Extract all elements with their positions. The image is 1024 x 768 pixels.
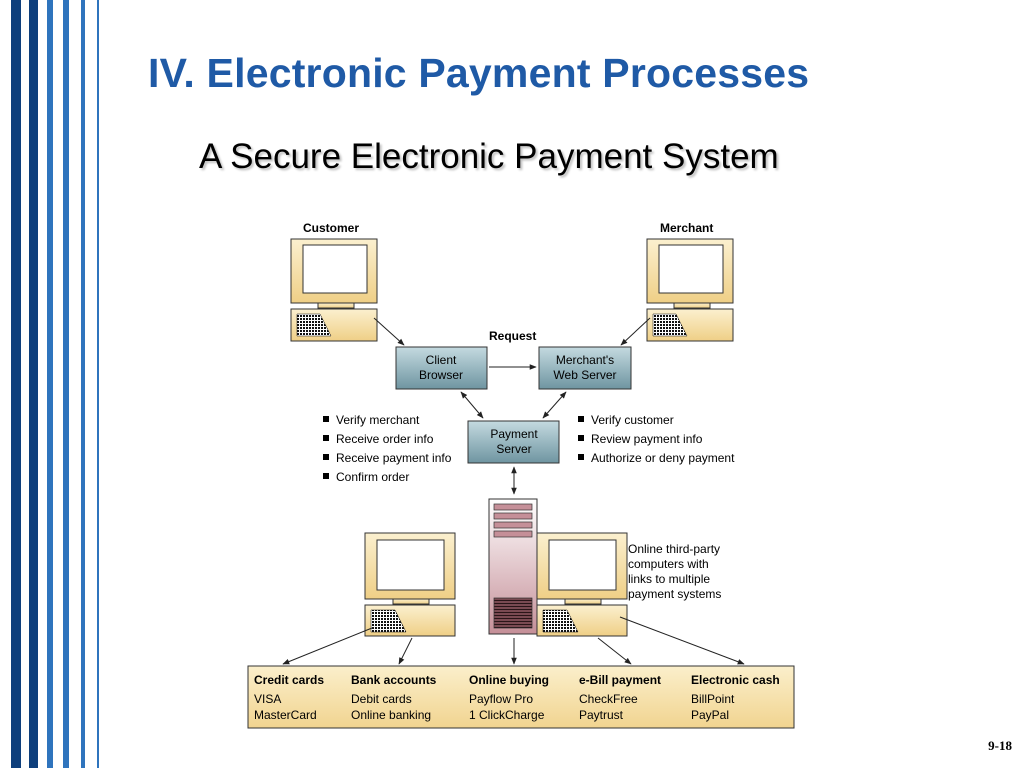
payment-method-item: Paytrust bbox=[579, 708, 624, 722]
left-checklist-item: Verify merchant bbox=[336, 413, 420, 427]
connector-arrows bbox=[373, 317, 651, 495]
payment-server-line-2: Server bbox=[496, 442, 531, 456]
bullet-icon bbox=[578, 454, 584, 460]
payment-method-heading: e-Bill payment bbox=[579, 673, 661, 687]
bullet-icon bbox=[323, 473, 329, 479]
merchant-label: Merchant bbox=[660, 221, 713, 235]
bullet-icon bbox=[323, 416, 329, 422]
payment-method-heading: Electronic cash bbox=[691, 673, 780, 687]
payment-method-item: PayPal bbox=[691, 708, 729, 722]
payment-method-heading: Credit cards bbox=[254, 673, 324, 687]
payment-method-item: Debit cards bbox=[351, 692, 412, 706]
client-browser-line-1: Client bbox=[426, 353, 457, 367]
payment-method-item: VISA bbox=[254, 692, 281, 706]
customer-label: Customer bbox=[303, 221, 359, 235]
left-checklist-item: Receive order info bbox=[336, 432, 434, 446]
payment-method-item: MasterCard bbox=[254, 708, 317, 722]
third-party-note-line: links to multiple bbox=[628, 572, 710, 586]
payment-server-line-1: Payment bbox=[490, 427, 538, 441]
left-checklist-item: Receive payment info bbox=[336, 451, 452, 465]
payment-method-heading: Online buying bbox=[469, 673, 549, 687]
page-number: 9-18 bbox=[988, 738, 1012, 753]
payment-methods-box: Credit cards VISA MasterCard Bank accoun… bbox=[247, 665, 795, 729]
stripe-2 bbox=[29, 0, 38, 768]
merchant-web-server-line-2: Web Server bbox=[553, 368, 616, 382]
stripe-3 bbox=[47, 0, 53, 768]
right-checklist: Verify customer Review payment info Auth… bbox=[578, 413, 735, 465]
payment-method-item: Online banking bbox=[351, 708, 431, 722]
customer-computer-icon bbox=[290, 238, 378, 342]
third-party-note-line: payment systems bbox=[628, 587, 721, 601]
stripe-6 bbox=[97, 0, 99, 768]
bullet-icon bbox=[323, 454, 329, 460]
stripe-4 bbox=[63, 0, 69, 768]
third-party-note: Online third-party computers with links … bbox=[628, 542, 721, 601]
tower-server-icon bbox=[488, 498, 538, 635]
slide-subtitle: A Secure Electronic Payment System bbox=[199, 137, 779, 176]
slide-title: IV. Electronic Payment Processes bbox=[148, 50, 810, 96]
bullet-icon bbox=[323, 435, 329, 441]
payment-method-item: CheckFree bbox=[579, 692, 638, 706]
payment-method-arrows bbox=[282, 616, 745, 665]
payment-method-heading: Bank accounts bbox=[351, 673, 437, 687]
payment-method-item: Payflow Pro bbox=[469, 692, 533, 706]
request-label: Request bbox=[489, 329, 536, 343]
client-browser-line-2: Browser bbox=[419, 368, 463, 382]
client-browser-box: Client Browser bbox=[395, 346, 488, 390]
merchant-web-server-line-1: Merchant's bbox=[556, 353, 614, 367]
third-party-note-line: Online third-party bbox=[628, 542, 720, 556]
payment-method-item: 1 ClickCharge bbox=[469, 708, 545, 722]
right-checklist-item: Verify customer bbox=[591, 413, 674, 427]
third-party-computer-left-icon bbox=[364, 532, 456, 637]
third-party-note-line: computers with bbox=[628, 557, 709, 571]
left-checklist: Verify merchant Receive order info Recei… bbox=[323, 413, 452, 484]
merchant-web-server-box: Merchant's Web Server bbox=[538, 346, 632, 390]
merchant-computer-icon bbox=[646, 238, 734, 342]
bullet-icon bbox=[578, 416, 584, 422]
right-checklist-item: Authorize or deny payment bbox=[591, 451, 735, 465]
payment-method-item: BillPoint bbox=[691, 692, 735, 706]
stripe-1 bbox=[11, 0, 21, 768]
bullet-icon bbox=[578, 435, 584, 441]
left-checklist-item: Confirm order bbox=[336, 470, 409, 484]
right-checklist-item: Review payment info bbox=[591, 432, 703, 446]
third-party-computer-right-icon bbox=[536, 532, 628, 637]
stripe-5 bbox=[81, 0, 85, 768]
payment-server-box: Payment Server bbox=[467, 420, 560, 464]
